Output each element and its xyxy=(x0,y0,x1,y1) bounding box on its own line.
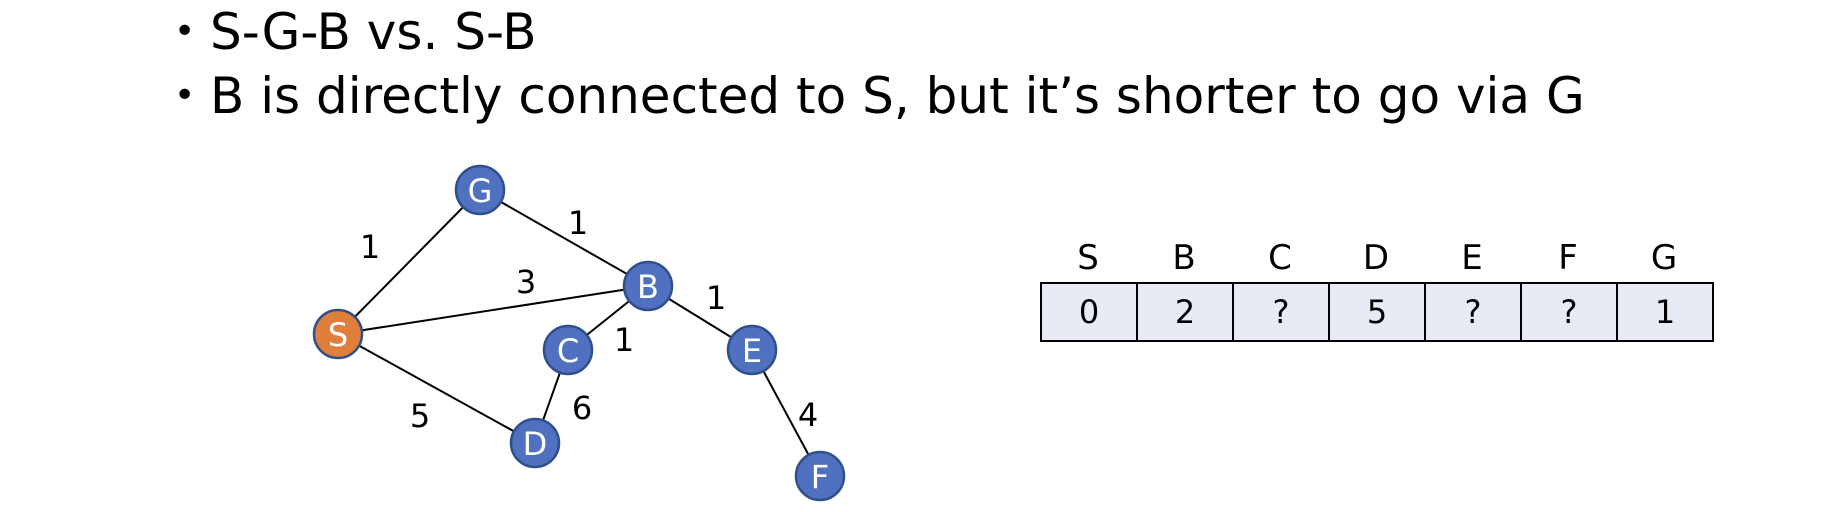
node-circle-f xyxy=(794,450,846,502)
node-label-e: E xyxy=(742,332,762,370)
table-cell-f: ? xyxy=(1522,284,1618,340)
node-label-c: C xyxy=(557,332,579,370)
table-header-s: S xyxy=(1077,238,1099,278)
node-s: S xyxy=(312,308,364,360)
edge-weight-s-b: 3 xyxy=(516,263,536,301)
edge-weight-c-d: 6 xyxy=(572,389,592,427)
edge-s-g xyxy=(337,189,481,335)
edge-g-b xyxy=(479,189,649,287)
bullet-text-1: S-G-B vs. S-B xyxy=(210,3,537,61)
edge-weight-g-b: 1 xyxy=(568,204,588,242)
edge-s-d xyxy=(337,333,536,444)
node-circle-g xyxy=(454,164,506,216)
node-label-b: B xyxy=(637,268,659,306)
bullet-dot: • xyxy=(174,11,196,52)
node-e: E xyxy=(726,324,778,376)
node-circle-d xyxy=(509,417,561,469)
edge-weight-s-g: 1 xyxy=(360,228,380,266)
table-cell-c: ? xyxy=(1234,284,1330,340)
node-label-f: F xyxy=(811,458,829,496)
bullet-dot: • xyxy=(174,75,196,116)
node-circle-b xyxy=(622,260,674,312)
node-d: D xyxy=(509,417,561,469)
edge-weight-s-d: 5 xyxy=(410,397,430,435)
node-label-g: G xyxy=(468,172,493,210)
table-header-b: B xyxy=(1172,238,1196,278)
table-header-f: F xyxy=(1558,238,1578,278)
edge-weight-b-c: 1 xyxy=(614,321,634,359)
node-circle-s xyxy=(312,308,364,360)
bullet-list: • S-G-B vs. S-B • B is directly connecte… xyxy=(170,0,1585,128)
bullet-text-2: B is directly connected to S, but it’s s… xyxy=(210,67,1585,125)
table-header-c: C xyxy=(1268,238,1292,278)
node-f: F xyxy=(794,450,846,502)
table-cell-g: 1 xyxy=(1618,284,1714,340)
node-label-d: D xyxy=(523,425,548,463)
edge-weight-e-f: 4 xyxy=(798,396,818,434)
table-cell-b: 2 xyxy=(1138,284,1234,340)
bullet-item-2: • B is directly connected to S, but it’s… xyxy=(170,64,1585,128)
node-label-s: S xyxy=(328,316,348,354)
edge-weight-b-e: 1 xyxy=(706,279,726,317)
node-b: B xyxy=(622,260,674,312)
table-cell-e: ? xyxy=(1426,284,1522,340)
bullet-item-1: • S-G-B vs. S-B xyxy=(170,0,1585,64)
table-cell-s: 0 xyxy=(1042,284,1138,340)
node-circle-c xyxy=(542,324,594,376)
table-header-d: D xyxy=(1362,238,1390,278)
node-circle-e xyxy=(726,324,778,376)
node-c: C xyxy=(542,324,594,376)
node-g: G xyxy=(454,164,506,216)
edge-s-b xyxy=(337,285,649,335)
graph-nodes: G S B C E D F xyxy=(312,164,846,502)
table-header-g: G xyxy=(1650,238,1678,278)
table-header-e: E xyxy=(1461,238,1483,278)
table-cell-d: 5 xyxy=(1330,284,1426,340)
